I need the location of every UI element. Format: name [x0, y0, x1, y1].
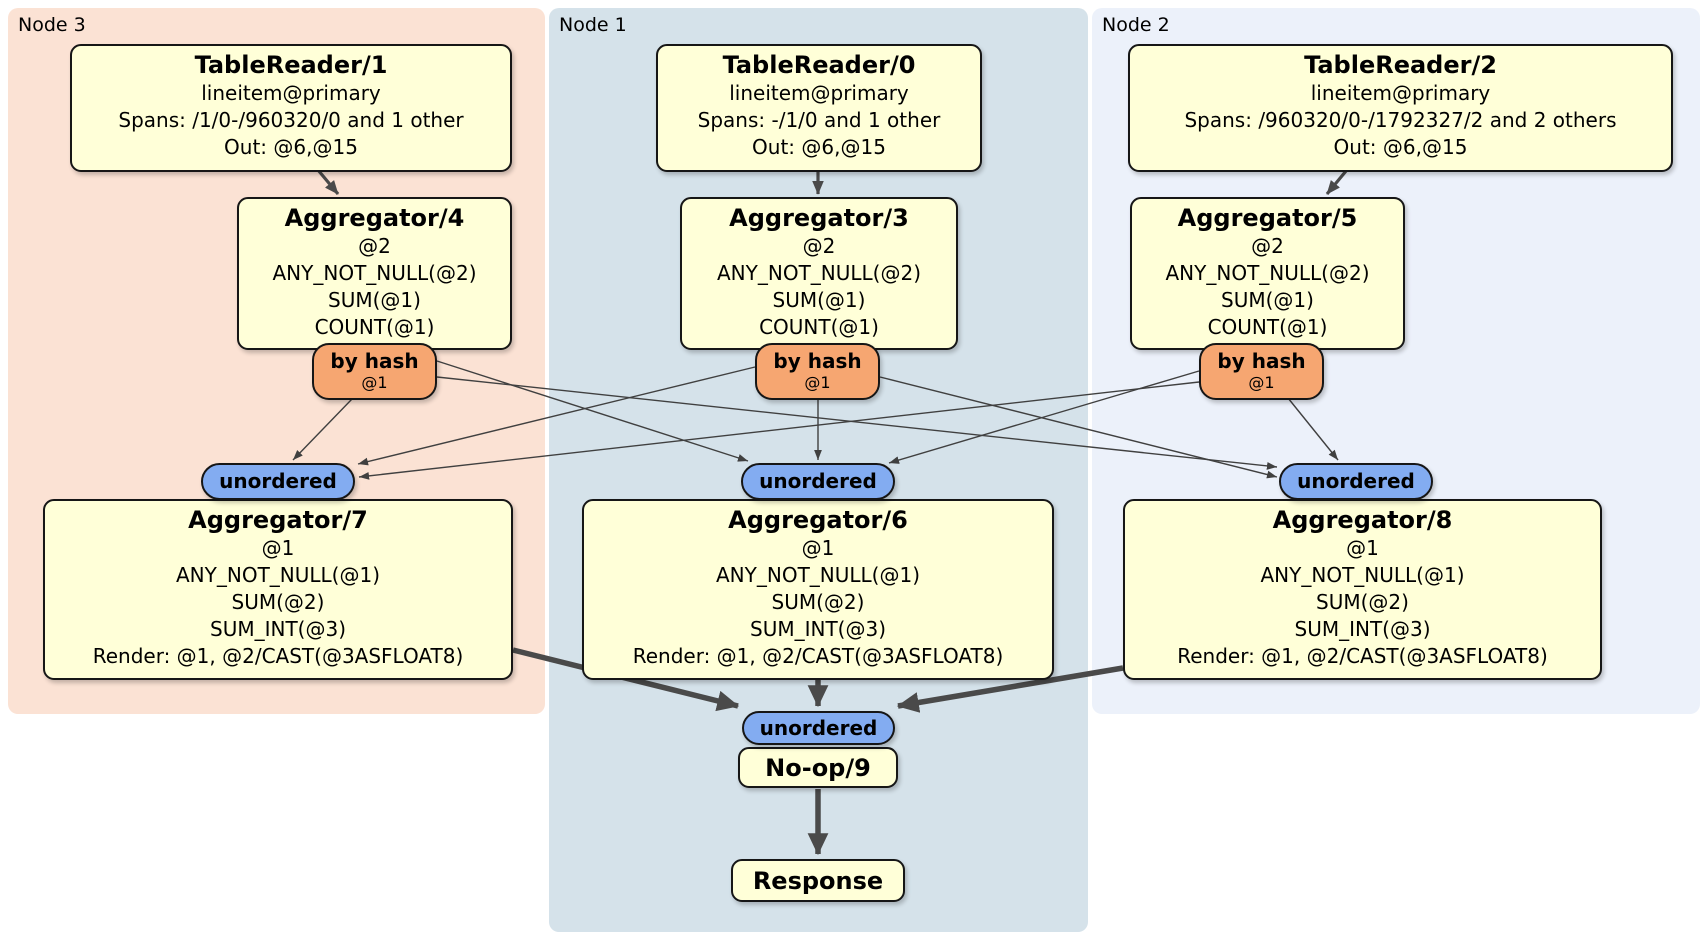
- edge-tablereader2-to-aggregator5: [1325, 169, 1348, 196]
- router-label: by hash: [773, 349, 862, 373]
- processor-spans-line: Spans: /960320/0-/1792327/2 and 2 others: [1184, 108, 1617, 132]
- edge-router-node2-to-sync-node2: [1287, 397, 1339, 461]
- sync-unordered-node1: unordered: [741, 463, 895, 500]
- processor-tablereader0: TableReader/0 lineitem@primary Spans: -/…: [656, 44, 982, 172]
- processor-title: Aggregator/6: [728, 506, 908, 534]
- processor-out-line: Out: @6,@15: [224, 135, 358, 159]
- router-by-hash-node1: by hash @1: [755, 343, 880, 400]
- router-hash-column: @1: [361, 373, 388, 392]
- sync-unordered-final: unordered: [742, 711, 895, 745]
- processor-tablereader1: TableReader/1 lineitem@primary Spans: /1…: [70, 44, 512, 172]
- processor-spans-line: Spans: /1/0-/960320/0 and 1 other: [118, 108, 464, 132]
- processor-out-line: Out: @6,@15: [752, 135, 886, 159]
- processor-index-line: lineitem@primary: [201, 81, 381, 105]
- processor-agg-line: SUM(@2): [771, 590, 865, 614]
- processor-title: Aggregator/8: [1272, 506, 1453, 534]
- processor-title: Aggregator/7: [188, 506, 368, 534]
- processor-response: Response: [731, 859, 905, 902]
- processor-agg-line: SUM(@1): [772, 288, 866, 312]
- processor-agg-line: SUM(@1): [1221, 288, 1314, 312]
- processor-agg-line: ANY_NOT_NULL(@1): [716, 563, 920, 587]
- edge-router-node3-to-sync-node3: [292, 398, 353, 461]
- processor-group-line: @1: [1346, 536, 1379, 560]
- processor-title: Aggregator/4: [284, 204, 465, 232]
- edge-router-node1-to-sync-node2: [879, 376, 1278, 479]
- processor-aggregator3: Aggregator/3 @2 ANY_NOT_NULL(@2) SUM(@1)…: [680, 197, 958, 350]
- sync-unordered-node3: unordered: [201, 463, 355, 500]
- processor-agg-line: SUM(@2): [231, 590, 325, 614]
- router-hash-column: @1: [804, 373, 831, 392]
- processor-title: Response: [752, 866, 884, 895]
- processor-aggregator4: Aggregator/4 @2 ANY_NOT_NULL(@2) SUM(@1)…: [237, 197, 512, 350]
- processor-title: TableReader/2: [1304, 51, 1497, 79]
- processor-title: TableReader/1: [194, 51, 388, 79]
- region-label-node1: Node 1: [559, 14, 627, 36]
- processor-noop: No-op/9: [738, 747, 898, 788]
- edge-tablereader1-to-aggregator4: [316, 168, 340, 196]
- router-by-hash-node2: by hash @1: [1199, 343, 1324, 400]
- processor-aggregator8: Aggregator/8 @1 ANY_NOT_NULL(@1) SUM(@2)…: [1123, 499, 1602, 680]
- region-label-node3: Node 3: [18, 14, 86, 36]
- processor-agg-line: SUM_INT(@3): [1294, 617, 1431, 641]
- edge-router-node3-to-sync-node2: [436, 376, 1278, 470]
- processor-title: Aggregator/5: [1177, 204, 1358, 232]
- processor-index-line: lineitem@primary: [729, 81, 909, 105]
- edge-router-node1-to-sync-node3: [357, 366, 756, 466]
- processor-aggregator5: Aggregator/5 @2 ANY_NOT_NULL(@2) SUM(@1)…: [1130, 197, 1405, 350]
- router-label: by hash: [330, 349, 419, 373]
- processor-aggregator6: Aggregator/6 @1 ANY_NOT_NULL(@1) SUM(@2)…: [582, 499, 1054, 680]
- processor-agg-line: ANY_NOT_NULL(@1): [1260, 563, 1465, 587]
- router-label: by hash: [1217, 349, 1306, 373]
- processor-index-line: lineitem@primary: [1310, 81, 1491, 105]
- edge-aggregator8-to-sync-final: [896, 665, 1124, 713]
- edge-router-node2-to-sync-node1: [888, 370, 1200, 464]
- router-by-hash-node3: by hash @1: [312, 343, 437, 400]
- region-label-node2: Node 2: [1102, 14, 1170, 36]
- edge-router-node2-to-sync-node3: [358, 381, 1200, 480]
- processor-title: Aggregator/3: [729, 204, 909, 232]
- processor-group-line: @1: [261, 536, 295, 560]
- router-hash-column: @1: [1248, 373, 1275, 392]
- processor-out-line: Out: @6,@15: [1333, 135, 1468, 159]
- processor-render-line: Render: @1, @2/CAST(@3ASFLOAT8): [92, 644, 464, 668]
- processor-agg-line: ANY_NOT_NULL(@2): [272, 261, 477, 285]
- processor-agg-line: SUM_INT(@3): [210, 617, 346, 641]
- processor-agg-line: ANY_NOT_NULL(@1): [176, 563, 380, 587]
- processor-title: No-op/9: [765, 753, 871, 782]
- processor-group-line: @2: [1251, 234, 1284, 258]
- processor-group-line: @2: [802, 234, 836, 258]
- processor-agg-line: SUM(@2): [1316, 590, 1409, 614]
- processor-agg-line: COUNT(@1): [314, 315, 435, 339]
- processor-spans-line: Spans: -/1/0 and 1 other: [697, 108, 941, 132]
- processor-group-line: @1: [801, 536, 835, 560]
- processor-group-line: @2: [358, 234, 391, 258]
- processor-title: TableReader/0: [722, 51, 916, 79]
- processor-tablereader2: TableReader/2 lineitem@primary Spans: /9…: [1128, 44, 1673, 172]
- processor-agg-line: COUNT(@1): [1207, 315, 1328, 339]
- processor-aggregator7: Aggregator/7 @1 ANY_NOT_NULL(@1) SUM(@2)…: [43, 499, 513, 680]
- processor-agg-line: ANY_NOT_NULL(@2): [717, 261, 921, 285]
- processor-agg-line: SUM(@1): [328, 288, 421, 312]
- edge-router-node3-to-sync-node1: [436, 360, 749, 462]
- sync-unordered-node2: unordered: [1279, 463, 1433, 500]
- processor-agg-line: COUNT(@1): [759, 315, 879, 339]
- processor-render-line: Render: @1, @2/CAST(@3ASFLOAT8): [1177, 644, 1548, 668]
- processor-agg-line: SUM_INT(@3): [750, 617, 886, 641]
- processor-render-line: Render: @1, @2/CAST(@3ASFLOAT8): [632, 644, 1004, 668]
- processor-agg-line: ANY_NOT_NULL(@2): [1165, 261, 1370, 285]
